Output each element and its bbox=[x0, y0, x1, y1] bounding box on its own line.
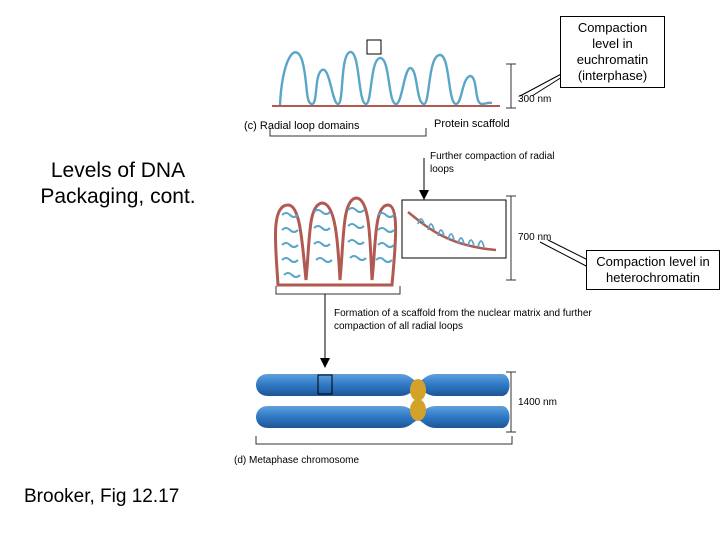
arrow-head-inset bbox=[419, 190, 429, 200]
inset-loops bbox=[407, 211, 497, 252]
arrow-head-chromosome bbox=[320, 358, 330, 368]
bracket-compacted bbox=[275, 286, 401, 295]
callout-heterochromatin: Compaction level in heterochromatin bbox=[586, 250, 720, 290]
scale-label-300: 300 nm bbox=[518, 94, 552, 105]
callout-euchromatin: Compaction level in euchromatin (interph… bbox=[560, 16, 665, 88]
scale-label-1400: 1400 nm bbox=[518, 397, 557, 408]
bracket-chromosome bbox=[255, 436, 513, 445]
compacted-loops bbox=[273, 196, 398, 287]
radial-loops bbox=[278, 50, 493, 106]
scale-bar-300 bbox=[506, 63, 516, 109]
metaphase-chromosome bbox=[256, 374, 510, 428]
label-further-compaction: Further compaction of radial loops bbox=[430, 151, 555, 175]
scale-bar-700 bbox=[506, 195, 516, 281]
scale-label-700: 700 nm bbox=[518, 232, 552, 243]
label-formation-scaffold: Formation of a scaffold from the nuclear… bbox=[334, 308, 592, 332]
figure-credit: Brooker, Fig 12.17 bbox=[24, 486, 180, 507]
label-metaphase-chromosome: (d) Metaphase chromosome bbox=[234, 455, 360, 466]
zoom-box-chromosome bbox=[317, 374, 333, 395]
label-radial-loop-domains: (c) Radial loop domains bbox=[244, 120, 360, 132]
page-title: Levels of DNA Packaging, cont. bbox=[40, 159, 196, 208]
callout-pointer-heterochromatin bbox=[539, 239, 593, 269]
bracket-radial bbox=[269, 128, 427, 137]
label-protein-scaffold: Protein scaffold bbox=[434, 118, 510, 130]
zoom-box-top bbox=[366, 39, 382, 55]
scale-bar-1400 bbox=[506, 371, 516, 433]
